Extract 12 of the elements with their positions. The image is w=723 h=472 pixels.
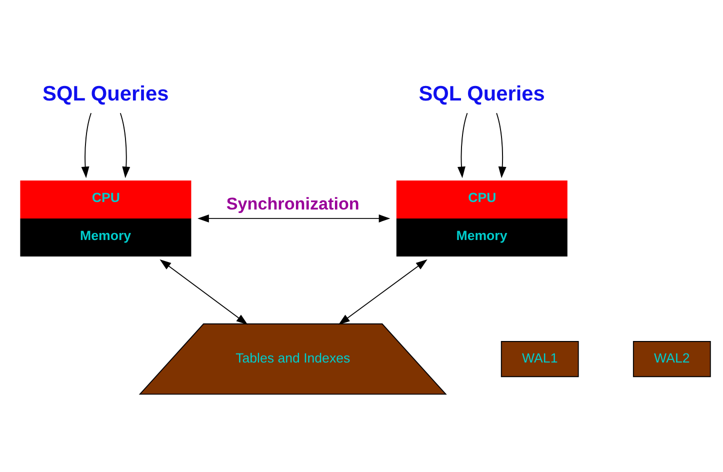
edge-label: Synchronization — [226, 194, 360, 213]
arrow — [160, 258, 248, 324]
arrow — [198, 214, 390, 222]
arrow — [81, 112, 92, 178]
arrow — [496, 112, 506, 178]
node-text: SQL Queries — [418, 82, 545, 105]
node-box: WAL2 — [632, 340, 711, 377]
arrow — [457, 112, 468, 178]
node-box: WAL1 — [500, 340, 579, 377]
arrow — [120, 112, 130, 178]
arrow — [338, 258, 428, 324]
node-text: SQL Queries — [42, 82, 169, 105]
